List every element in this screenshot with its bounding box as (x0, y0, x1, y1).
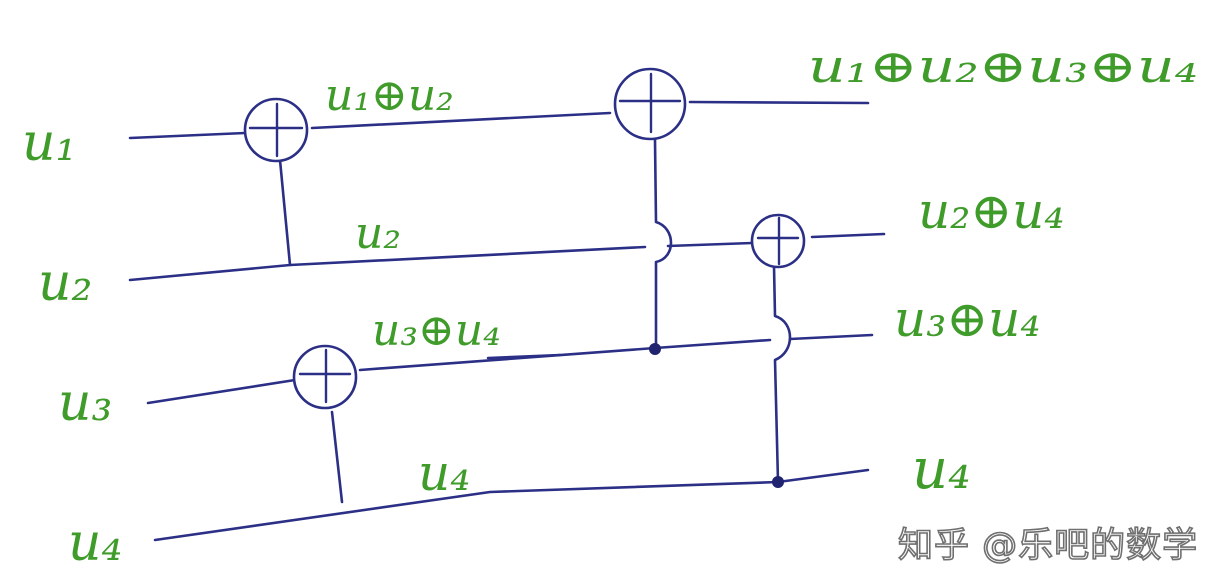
label-u3-xor-u4: u₃⊕u₄ (372, 305, 501, 356)
label-u2-mid: u₂ (355, 208, 401, 259)
label-output-3: u₃⊕u₄ (894, 290, 1040, 348)
control-dot-u3 (649, 343, 661, 355)
watermark-text: 知乎 @乐吧的数学 (897, 525, 1199, 567)
control-u4-to-xor3 (330, 410, 344, 504)
xor-gate-2 (613, 67, 687, 141)
wire-u1-mid (310, 111, 612, 130)
label-output-4: u₄ (912, 437, 971, 502)
label-u1-xor-u2: u₁⊕u₂ (325, 70, 454, 121)
wire-u3-out-tail (788, 333, 874, 341)
control-u4-to-xor4-with-hop (772, 264, 792, 484)
wire-u2-mid (666, 241, 754, 248)
wire-u4 (153, 468, 870, 542)
label-input-u3: u₃ (58, 373, 112, 433)
label-u4-mid: u₄ (418, 444, 470, 502)
control-u2-to-xor1 (278, 158, 292, 267)
label-output-2: u₂⊕u₄ (918, 182, 1064, 240)
xor-gate-4 (750, 213, 806, 269)
wire-u1-in (128, 131, 247, 140)
wire-u3-out (653, 338, 772, 350)
wire-u3-mid (358, 346, 657, 372)
control-u3-to-xor2-with-hop (653, 138, 673, 350)
wire-u3-in (146, 378, 297, 405)
label-output-1: u₁⊕u₂⊕u₃⊕u₄ (808, 39, 1198, 93)
wire-u2-out (810, 232, 886, 239)
label-input-u1: u₁ (22, 113, 76, 173)
label-input-u4: u₄ (68, 513, 122, 573)
wire-u1-out (688, 100, 870, 105)
xor-gate-3 (292, 344, 358, 410)
wire-u3-tick (486, 353, 562, 360)
label-input-u2: u₂ (38, 253, 92, 313)
xor-gate-1 (243, 97, 309, 163)
control-dot-u4 (772, 476, 784, 488)
